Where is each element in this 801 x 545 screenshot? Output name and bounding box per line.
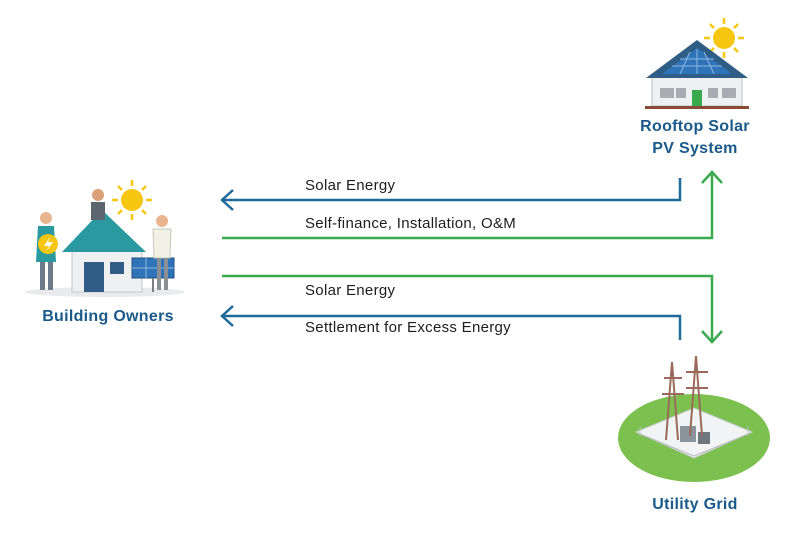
top-solar-arrowhead xyxy=(220,189,234,211)
bottom-settlement-label: Settlement for Excess Energy xyxy=(305,319,511,336)
top-finance-label: Self-finance, Installation, O&M xyxy=(305,215,517,232)
building-owners-title: Building Owners xyxy=(42,308,174,325)
people-house-icon xyxy=(25,180,185,297)
rooftop-title-line1: Rooftop Solar xyxy=(640,118,750,135)
bottom-solar-energy-label: Solar Energy xyxy=(305,282,396,299)
house-solar-icon xyxy=(645,18,749,109)
rooftop-title-line2: PV System xyxy=(652,140,738,157)
utility-substation-icon xyxy=(618,355,770,482)
top-finance-arrowhead xyxy=(701,170,723,184)
bottom-settlement-arrowhead xyxy=(220,305,234,327)
utility-grid-title: Utility Grid xyxy=(652,496,738,513)
top-solar-energy-arrow xyxy=(222,178,682,202)
bottom-settlement-arrow xyxy=(222,314,682,340)
bottom-solar-arrow xyxy=(222,274,714,342)
sun-icon xyxy=(704,18,744,58)
top-finance-arrow xyxy=(222,172,714,240)
rooftop-solar-title: Rooftop Solar PV System xyxy=(620,116,770,160)
bottom-solar-arrowhead xyxy=(701,330,723,344)
top-solar-energy-label: Solar Energy xyxy=(305,177,396,194)
